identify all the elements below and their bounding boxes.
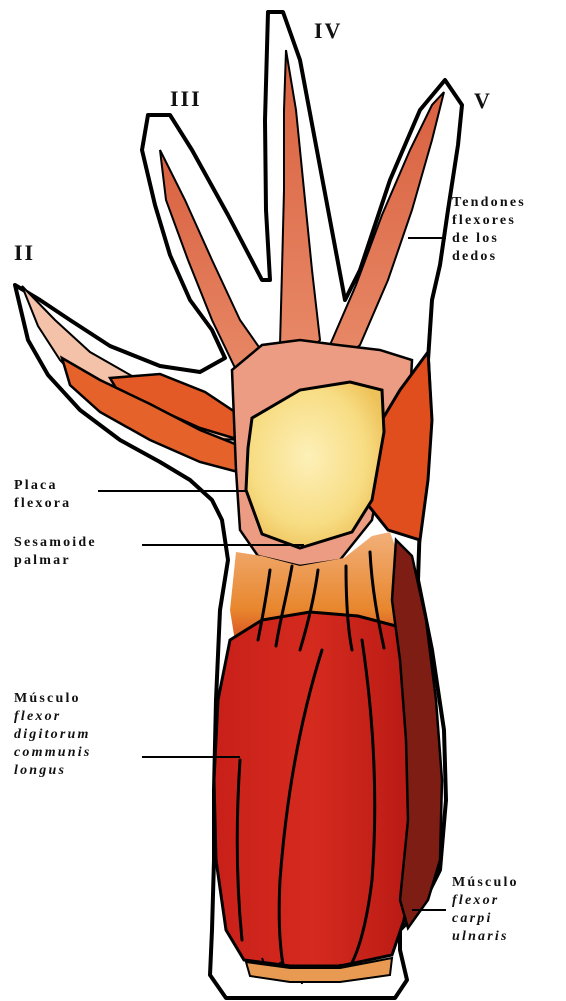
svg-text:Sesamoide: Sesamoide: [14, 535, 97, 550]
sesamoide-palmar-label: Sesamoide palmar: [14, 535, 97, 568]
digit-v-label: V: [474, 88, 492, 113]
fdcl-label: Músculo flexor digitorum communis longus: [14, 691, 92, 778]
svg-text:dedos: dedos: [452, 249, 497, 264]
digit-ii-label: II: [14, 240, 35, 265]
fcu-label: Músculo flexor carpi ulnaris: [452, 875, 519, 944]
svg-text:flexor: flexor: [452, 893, 499, 908]
svg-text:Tendones: Tendones: [452, 195, 526, 210]
svg-text:Músculo: Músculo: [14, 691, 81, 706]
svg-text:flexor: flexor: [14, 709, 61, 724]
svg-text:Músculo: Músculo: [452, 875, 519, 890]
svg-text:longus: longus: [14, 763, 66, 778]
svg-text:de los: de los: [452, 231, 499, 246]
svg-text:Placa: Placa: [14, 478, 58, 493]
svg-text:flexores: flexores: [452, 213, 516, 228]
svg-text:flexora: flexora: [14, 496, 71, 511]
svg-text:communis: communis: [14, 745, 92, 760]
digit-iii-label: III: [170, 86, 202, 111]
svg-text:carpi: carpi: [452, 911, 493, 926]
svg-text:palmar: palmar: [14, 553, 71, 568]
tendons-label: Tendones flexores de los dedos: [452, 195, 526, 264]
placa-flexora-label: Placa flexora: [14, 478, 71, 511]
fdcl-muscle-belly: [214, 612, 414, 966]
svg-text:digitorum: digitorum: [14, 727, 91, 742]
digit-iv-label: IV: [314, 18, 342, 43]
svg-text:ulnaris: ulnaris: [452, 929, 509, 944]
